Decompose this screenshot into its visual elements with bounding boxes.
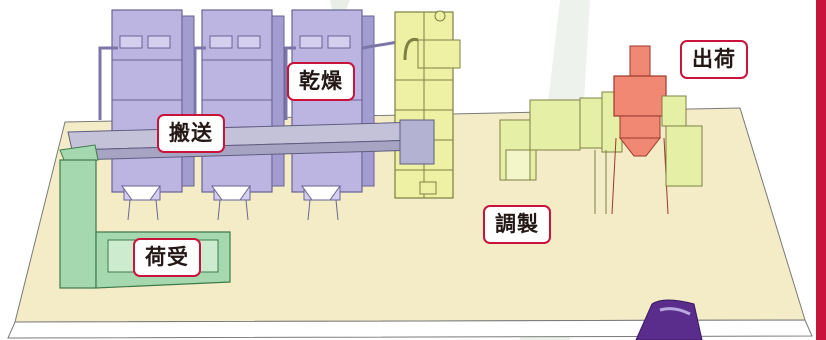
dryer-pipe [98, 46, 118, 120]
hopper [211, 185, 251, 201]
dryer-pipe [284, 46, 296, 120]
conveyor-line [67, 119, 435, 165]
dryer-pipe [193, 46, 206, 120]
label-adjusting: 調製 [483, 205, 551, 244]
shipping-unit [611, 45, 703, 215]
hopper [301, 185, 341, 201]
accent-bar [816, 0, 826, 340]
label-conveying: 搬送 [157, 114, 225, 153]
purple-device-corner [635, 299, 703, 340]
elevator-tower [394, 10, 461, 199]
label-drying: 乾燥 [287, 62, 355, 101]
adjusting-units [499, 91, 623, 214]
label-receiving: 荷受 [133, 238, 201, 277]
hopper [121, 185, 161, 201]
label-shipping: 出荷 [680, 40, 748, 79]
floor-edge [7, 319, 813, 339]
